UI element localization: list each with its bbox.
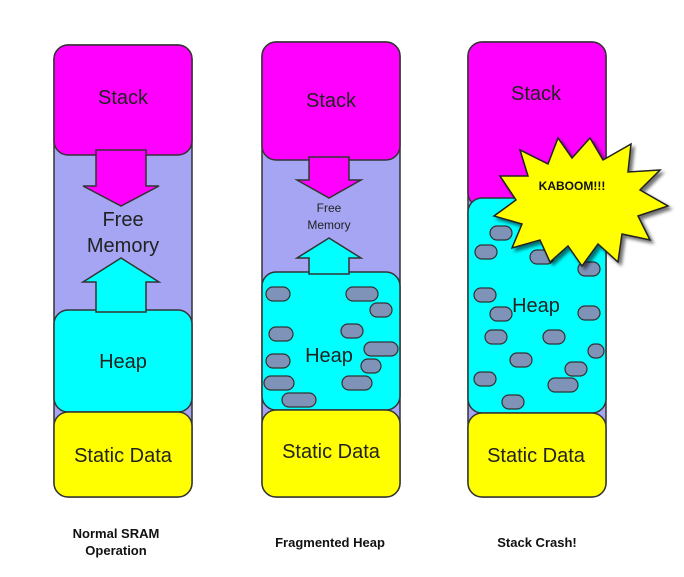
- heap-fragments: [263, 286, 399, 408]
- stack-label: Stack: [306, 90, 357, 112]
- heap-fragment: [501, 394, 525, 410]
- heap-growth-arrow: [80, 257, 162, 313]
- stack-growth-arrow: [294, 156, 364, 199]
- heap-fragment: [340, 323, 364, 339]
- caption-crash: Stack Crash!: [497, 535, 576, 550]
- heap-fragment: [564, 361, 588, 377]
- heap-fragment: [360, 358, 382, 374]
- heap-fragment: [263, 375, 295, 391]
- free-memory-label: Memory: [307, 218, 350, 232]
- free-memory-label: Free: [102, 209, 143, 231]
- heap-fragment: [369, 302, 393, 318]
- caption-normal: Operation: [85, 543, 146, 558]
- heap-label: Heap: [99, 351, 147, 373]
- heap-fragment: [265, 353, 291, 369]
- explosion-burst-icon: [492, 136, 670, 268]
- heap-fragment: [474, 244, 498, 260]
- static-data-block: [261, 409, 401, 498]
- heap-growth-arrow: [294, 237, 364, 275]
- heap-fragment: [489, 306, 513, 322]
- static-data-label: Static Data: [282, 441, 381, 463]
- heap-fragment: [268, 326, 294, 342]
- heap-fragment: [587, 343, 605, 359]
- heap-fragments: [473, 225, 605, 410]
- static-data-label: Static Data: [74, 445, 173, 467]
- heap-fragment: [473, 287, 497, 303]
- heap-fragment: [484, 329, 508, 345]
- column-normal: Stack Free Memory Heap Static Data: [53, 44, 193, 498]
- heap-fragment: [577, 261, 601, 277]
- heap-fragment: [363, 341, 399, 357]
- static-data-label: Static Data: [487, 445, 586, 467]
- caption-fragmented: Fragmented Heap: [275, 535, 385, 550]
- stack-label: Stack: [98, 87, 149, 109]
- static-data-block: [53, 411, 193, 498]
- heap-fragment: [473, 371, 497, 387]
- static-data-block: [467, 412, 607, 498]
- heap-fragment: [489, 225, 513, 241]
- heap-fragment: [281, 392, 317, 408]
- heap-label: Heap: [512, 295, 560, 317]
- free-memory-label: Free: [317, 201, 342, 215]
- stack-label: Stack: [511, 83, 562, 105]
- heap-fragment: [577, 305, 601, 321]
- stack-growth-arrow: [82, 149, 160, 207]
- column-crash: Stack Heap Static Data KABOOM!!!: [467, 41, 670, 498]
- heap-fragment: [509, 352, 533, 368]
- heap-fragment: [345, 286, 379, 302]
- heap-fragment: [542, 329, 566, 345]
- heap-fragment: [265, 286, 291, 302]
- free-memory-label: Memory: [87, 235, 159, 257]
- crash-label: KABOOM!!!: [539, 179, 606, 193]
- heap-fragment: [341, 375, 373, 391]
- caption-normal: Normal SRAM: [73, 526, 160, 541]
- column-fragmented: Stack Free Memory Heap Static Data: [261, 41, 401, 498]
- heap-label: Heap: [305, 345, 353, 367]
- heap-fragment: [547, 377, 579, 393]
